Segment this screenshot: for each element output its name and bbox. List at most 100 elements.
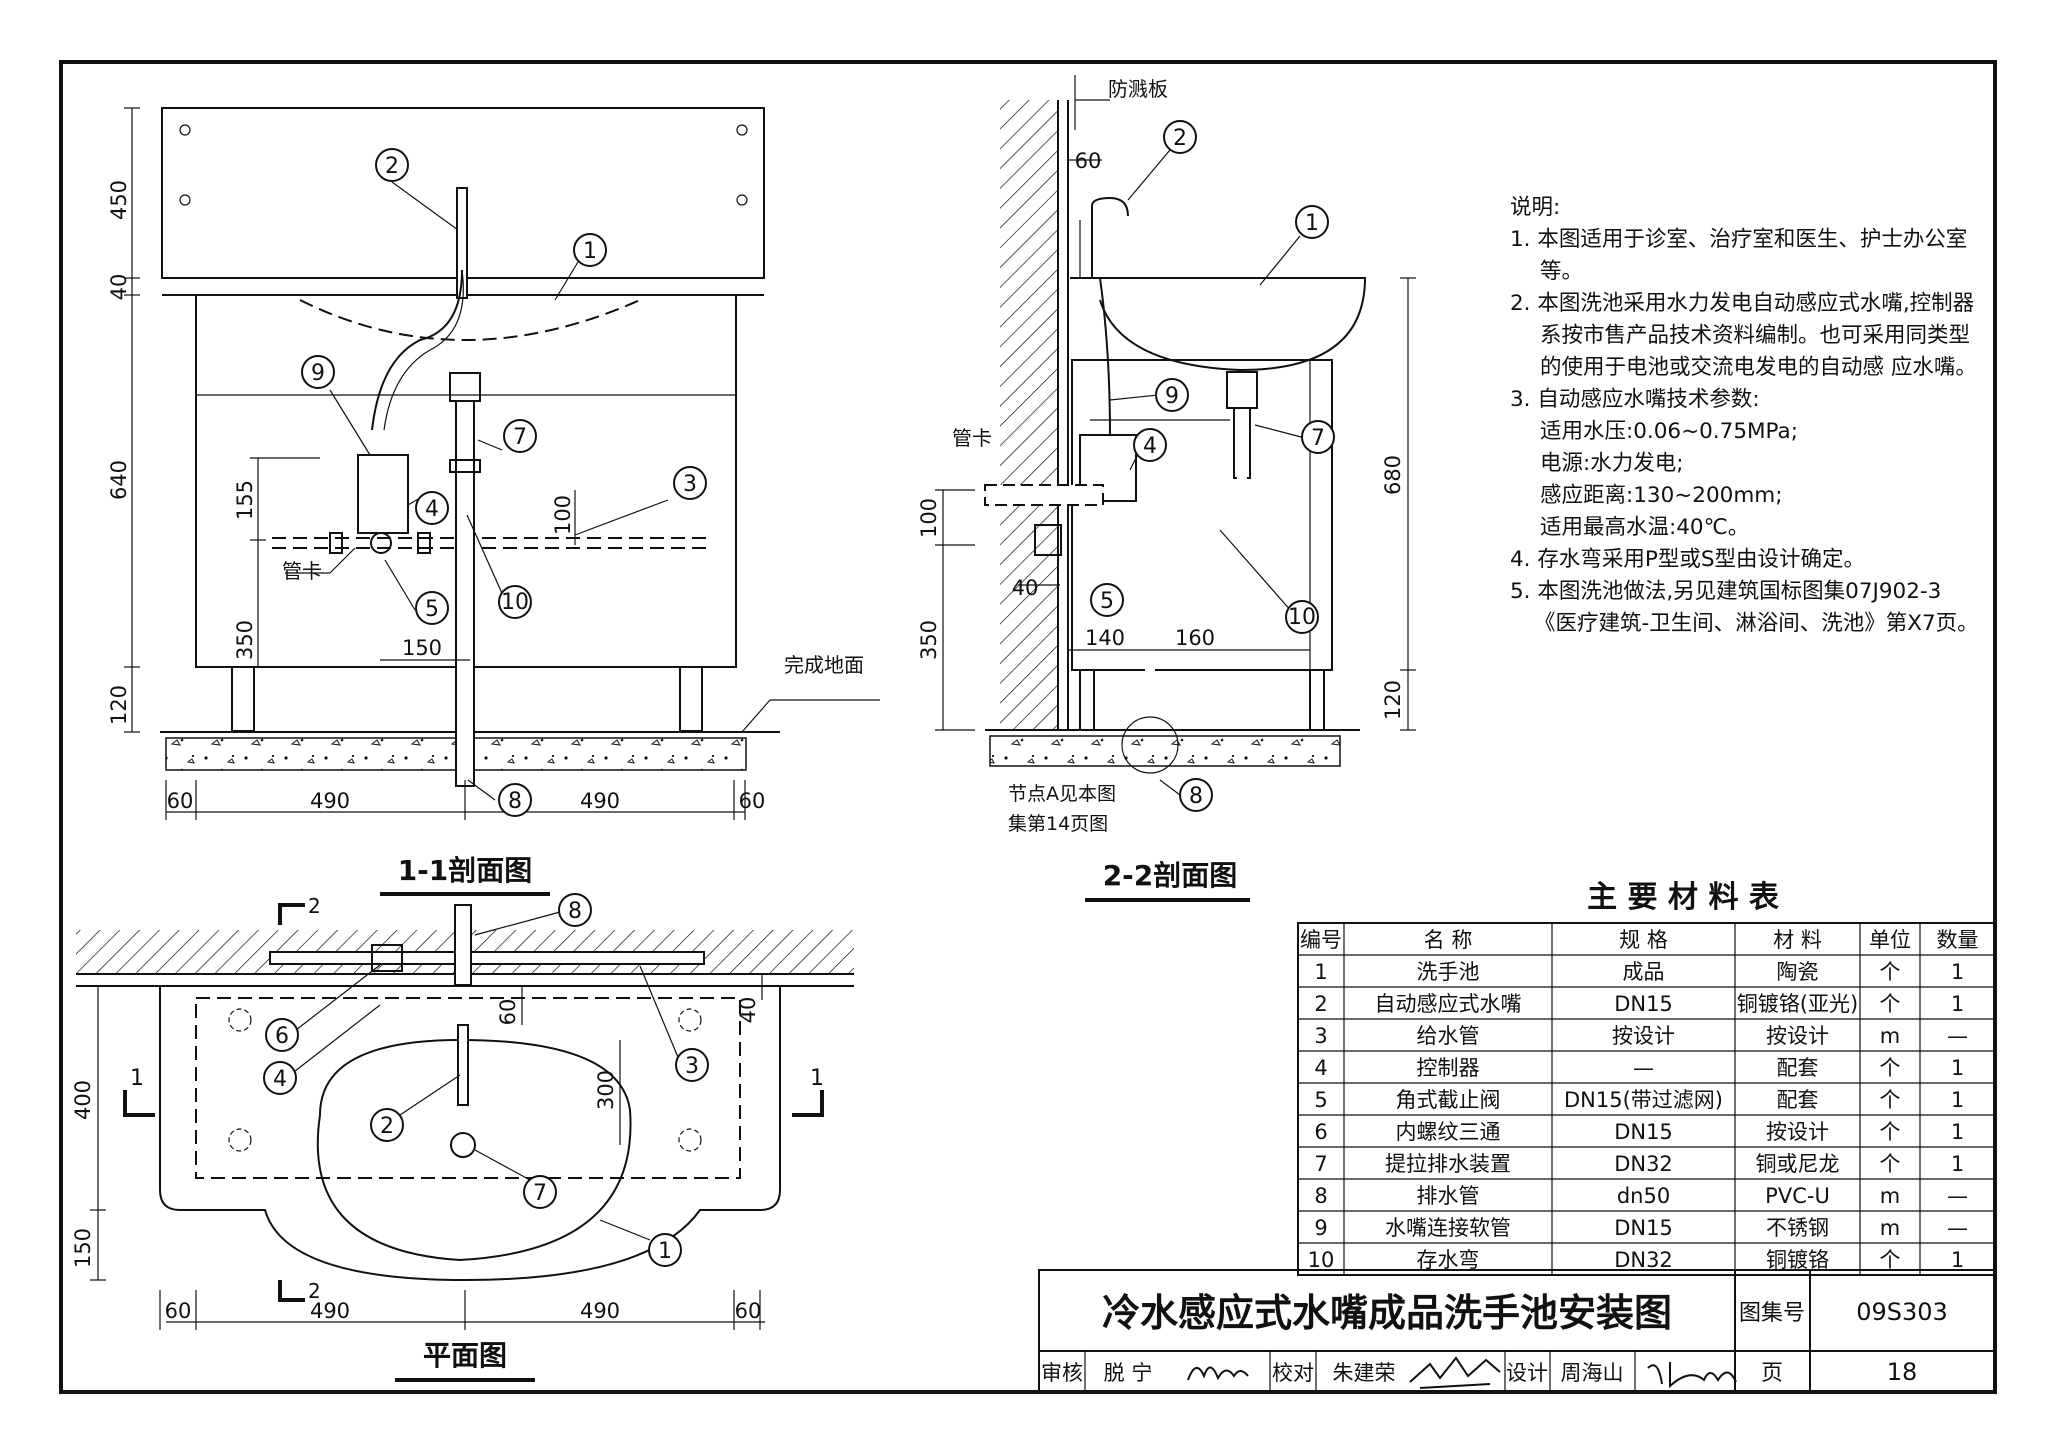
callouts: 2 1 9 7 3 4 5 10 8 2 1 9 4 7 5 10 8 8 6 … xyxy=(263,120,1335,1267)
note-2-line1: 2. 本图洗池采用水力发电自动感应式水嘴,控制器 xyxy=(1510,291,1975,316)
callout-9-s22: 9 xyxy=(1155,378,1189,412)
table-cell: dn50 xyxy=(1617,1184,1670,1208)
cut-1-right: 1 xyxy=(810,1066,824,1091)
table-cell: — xyxy=(1947,1024,1968,1048)
svg-text:7: 7 xyxy=(513,425,527,450)
table-cell: 内螺纹三通 xyxy=(1396,1120,1501,1144)
note-2-line2: 系按市售产品技术资料编制。也可采用同类型 xyxy=(1540,323,1971,348)
svg-text:3: 3 xyxy=(685,1054,699,1079)
table-cell: 控制器 xyxy=(1417,1056,1480,1080)
table-cell: 1 xyxy=(1951,1088,1964,1112)
svg-text:5: 5 xyxy=(425,597,439,622)
dim-450: 450 xyxy=(107,180,131,220)
table-cell: DN15(带过滤网) xyxy=(1564,1088,1723,1112)
section-1-1: 450 40 640 155 100 350 120 150 60 490 49… xyxy=(107,107,880,896)
table-header-cell: 编号 xyxy=(1300,928,1342,952)
svg-text:2: 2 xyxy=(380,1114,394,1139)
table-cell: DN32 xyxy=(1614,1152,1673,1176)
svg-text:9: 9 xyxy=(1165,384,1179,409)
callout-3-s11: 3 xyxy=(673,466,707,500)
table-cell: DN15 xyxy=(1614,1216,1673,1240)
param-temp: 适用最高水温:40℃。 xyxy=(1540,515,1750,540)
pipe-clamp-label-1: 管卡 xyxy=(282,559,322,583)
note-5-line1: 5. 本图洗池做法,另见建筑国标图集07J902-3 xyxy=(1510,579,1942,604)
callout-6-plan: 6 xyxy=(265,1018,299,1052)
atlas-no-label: 图集号 xyxy=(1739,1301,1805,1326)
table-header-cell: 数量 xyxy=(1937,928,1979,952)
table-header-cell: 名 称 xyxy=(1424,928,1473,952)
svg-text:1: 1 xyxy=(1305,211,1319,236)
table-cell: 铜镀铬 xyxy=(1766,1248,1829,1272)
dim-160: 160 xyxy=(1175,626,1215,650)
plan-dim-400: 400 xyxy=(71,1080,95,1120)
table-cell: 陶瓷 xyxy=(1777,960,1819,984)
section-1-1-title: 1-1剖面图 xyxy=(398,854,533,887)
table-cell: 个 xyxy=(1880,960,1901,984)
table-cell: 1 xyxy=(1951,960,1964,984)
table-cell: m xyxy=(1880,1184,1900,1208)
section-2-2-title: 2-2剖面图 xyxy=(1103,859,1238,892)
callout-10-s22: 10 xyxy=(1285,600,1319,634)
table-cell: 配套 xyxy=(1777,1088,1819,1112)
svg-text:2: 2 xyxy=(385,154,399,179)
plan-dim-490-left: 490 xyxy=(310,1299,350,1323)
table-cell: 9 xyxy=(1314,1216,1327,1240)
table-cell: 给水管 xyxy=(1417,1024,1480,1048)
dim-100: 100 xyxy=(551,495,575,535)
table-cell: 10 xyxy=(1308,1248,1335,1272)
table-cell: 排水管 xyxy=(1417,1184,1480,1208)
dim-490-right: 490 xyxy=(580,789,620,813)
table-cell: 按设计 xyxy=(1766,1024,1829,1048)
callout-7-s11: 7 xyxy=(503,419,537,453)
dim-40: 40 xyxy=(107,274,131,301)
note-1-line2: 等。 xyxy=(1540,259,1584,284)
plan-dim-300: 300 xyxy=(594,1070,618,1110)
table-header-cell: 规 格 xyxy=(1619,928,1668,952)
svg-text:7: 7 xyxy=(533,1181,547,1206)
plan-dim-490-right: 490 xyxy=(580,1299,620,1323)
callout-8-s22: 8 xyxy=(1179,778,1213,812)
reviewer-signature xyxy=(1187,1366,1249,1381)
table-header-cell: 材 料 xyxy=(1773,928,1822,952)
table-cell: — xyxy=(1947,1216,1968,1240)
material-table-title: 主 要 材 料 表 xyxy=(1587,880,1779,915)
plan-dim-60: 60 xyxy=(496,999,520,1026)
svg-text:9: 9 xyxy=(311,361,325,386)
svg-text:10: 10 xyxy=(1288,605,1316,630)
table-cell: DN15 xyxy=(1614,1120,1673,1144)
dim-60-right: 60 xyxy=(739,789,766,813)
reviewer-name: 脱 宁 xyxy=(1104,1361,1153,1385)
pipe-clamp-label-2: 管卡 xyxy=(952,426,992,450)
table-cell: 铜镀铬(亚光) xyxy=(1737,992,1858,1016)
designer-name: 周海山 xyxy=(1561,1361,1624,1385)
table-cell: DN32 xyxy=(1614,1248,1673,1272)
table-cell: 个 xyxy=(1880,1088,1901,1112)
dim-100-22: 100 xyxy=(917,498,941,538)
cut-2-top: 2 xyxy=(308,894,321,918)
svg-text:6: 6 xyxy=(275,1024,289,1049)
table-cell: m xyxy=(1880,1216,1900,1240)
svg-text:8: 8 xyxy=(568,899,582,924)
notes-heading: 说明: xyxy=(1510,195,1561,220)
dim-60-left: 60 xyxy=(167,789,194,813)
table-cell: 2 xyxy=(1314,992,1327,1016)
dim-490-left: 490 xyxy=(310,789,350,813)
table-cell: 存水弯 xyxy=(1417,1248,1480,1272)
plan-dim-40: 40 xyxy=(736,997,760,1024)
table-cell: 铜或尼龙 xyxy=(1756,1152,1840,1176)
note-4: 4. 存水弯采用P型或S型由设计确定。 xyxy=(1510,547,1865,572)
table-cell: 1 xyxy=(1951,1152,1964,1176)
table-cell: 5 xyxy=(1314,1088,1327,1112)
dim-60-22: 60 xyxy=(1075,149,1102,173)
svg-text:8: 8 xyxy=(508,789,522,814)
svg-text:4: 4 xyxy=(1143,434,1157,459)
note-1-line1: 1. 本图适用于诊室、治疗室和医生、护士办公室 xyxy=(1510,227,1968,252)
callout-1-s22: 1 xyxy=(1295,205,1329,239)
table-cell: DN15 xyxy=(1614,992,1673,1016)
dim-680: 680 xyxy=(1381,455,1405,495)
plan-title: 平面图 xyxy=(423,1339,507,1372)
table-cell: 1 xyxy=(1951,1120,1964,1144)
callout-8-plan: 8 xyxy=(558,893,592,927)
callout-7-plan: 7 xyxy=(523,1175,557,1209)
svg-text:5: 5 xyxy=(1100,589,1114,614)
